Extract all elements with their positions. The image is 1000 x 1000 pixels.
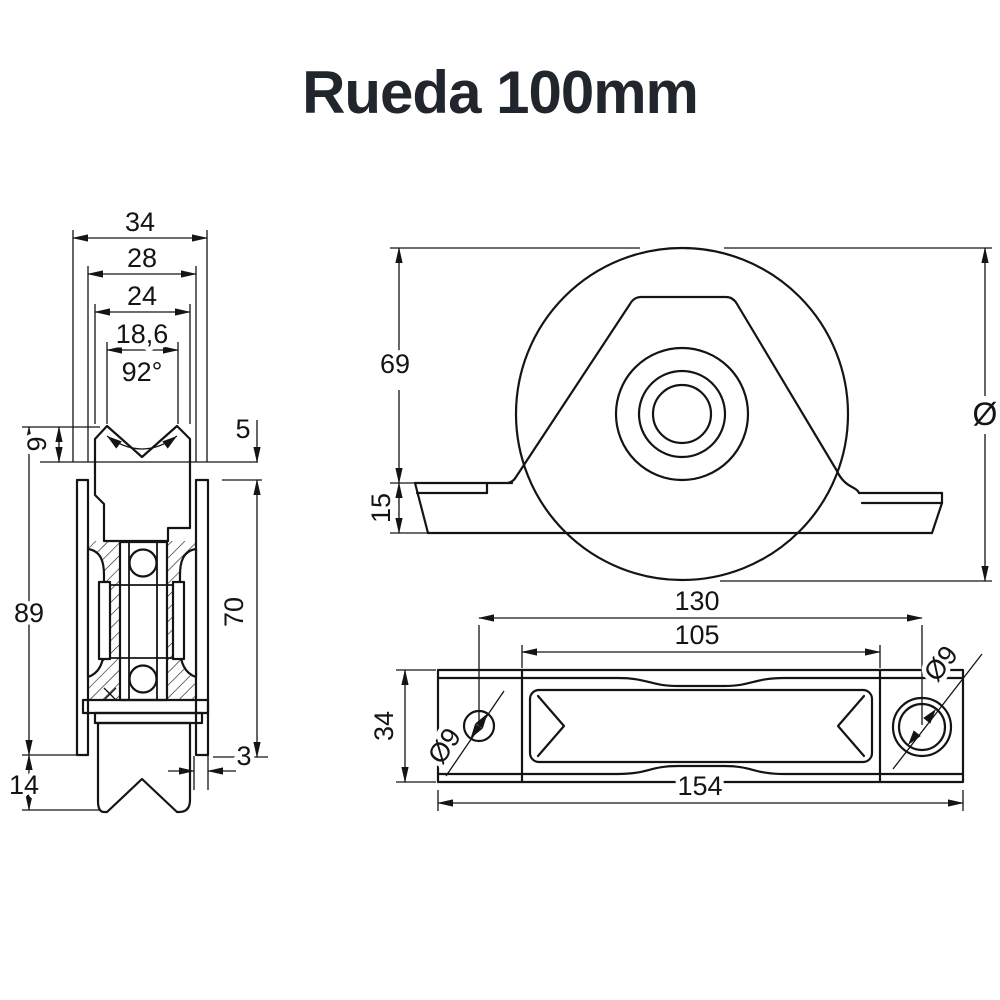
front-geometry	[413, 246, 944, 582]
drawing-title: Rueda 100mm	[302, 59, 699, 126]
dim-overall-height-label: 89	[14, 598, 44, 628]
left-mounting-hole	[462, 709, 496, 743]
bearing-ball-bottom	[128, 664, 158, 694]
dim-groove-depth-label: 9	[22, 436, 52, 451]
dim-total-length-label: 154	[677, 771, 722, 801]
dim-groove-width-label: 18,6	[116, 319, 169, 349]
hub-outer-circle	[614, 346, 750, 482]
front-dimension-lines	[395, 247, 989, 582]
dim-inner-width-label: 28	[127, 243, 157, 273]
axle-washer-right	[171, 580, 186, 661]
section-geometry	[75, 424, 210, 814]
plate-bend-line-bottom	[436, 764, 965, 776]
wheel-rim-bottom-section	[96, 721, 192, 814]
dim-right-hole-diameter-label: Ø9	[918, 640, 964, 687]
right-mounting-hole-inner	[897, 702, 947, 752]
base-plate-plan-outline	[436, 668, 965, 784]
base-flange-upper-section	[81, 698, 210, 715]
wheel-slot-outline	[528, 688, 874, 764]
dim-base-thickness-label: 15	[366, 493, 396, 523]
plan-view: 130 105 34 154 Ø9 Ø9	[365, 582, 983, 811]
groove-chevron-right	[836, 694, 866, 758]
groove-chevron-left	[536, 694, 566, 758]
wheel-outline	[514, 246, 850, 582]
dim-wheel-diameter-label: Ø	[973, 396, 998, 432]
axle-washer-left	[97, 580, 112, 661]
dim-left-hole-diameter-label: Ø9	[422, 723, 467, 770]
section-dimension-lines	[25, 234, 261, 811]
dim-hub-width-label: 24	[127, 281, 157, 311]
right-mounting-hole-outer	[891, 696, 953, 758]
axle-bore-circle	[651, 383, 713, 445]
plate-bend-line-top	[436, 676, 965, 688]
dim-hole-spacing-label: 130	[674, 586, 719, 616]
plan-dimension-lines	[401, 614, 983, 807]
base-plate-outline	[413, 481, 944, 535]
hub-middle-circle	[637, 369, 727, 459]
front-elevation-view: 69 15 Ø	[362, 246, 1000, 582]
dim-bottom-clearance-label: 14	[9, 770, 39, 800]
bearing-ball-top	[128, 548, 158, 578]
dim-plate-height-label: 70	[219, 597, 249, 627]
dim-groove-angle-label: 92°	[122, 357, 163, 387]
base-flange-lower-section	[93, 711, 204, 725]
dim-overall-width-label: 34	[125, 207, 155, 237]
dim-slot-length-label: 105	[674, 620, 719, 650]
plan-geometry	[436, 668, 965, 784]
support-bracket-outline	[506, 295, 861, 495]
dim-edge-gap-label: 3	[236, 741, 251, 771]
wheel-rim-top-section	[93, 424, 192, 543]
dim-axle-height-label: 69	[380, 349, 410, 379]
dim-rim-to-plate-label: 5	[235, 414, 250, 444]
section-view: 34 28 24 18,6 92° 9 5 89 70 14 3	[4, 203, 268, 814]
dim-plate-width-label: 34	[369, 711, 399, 741]
